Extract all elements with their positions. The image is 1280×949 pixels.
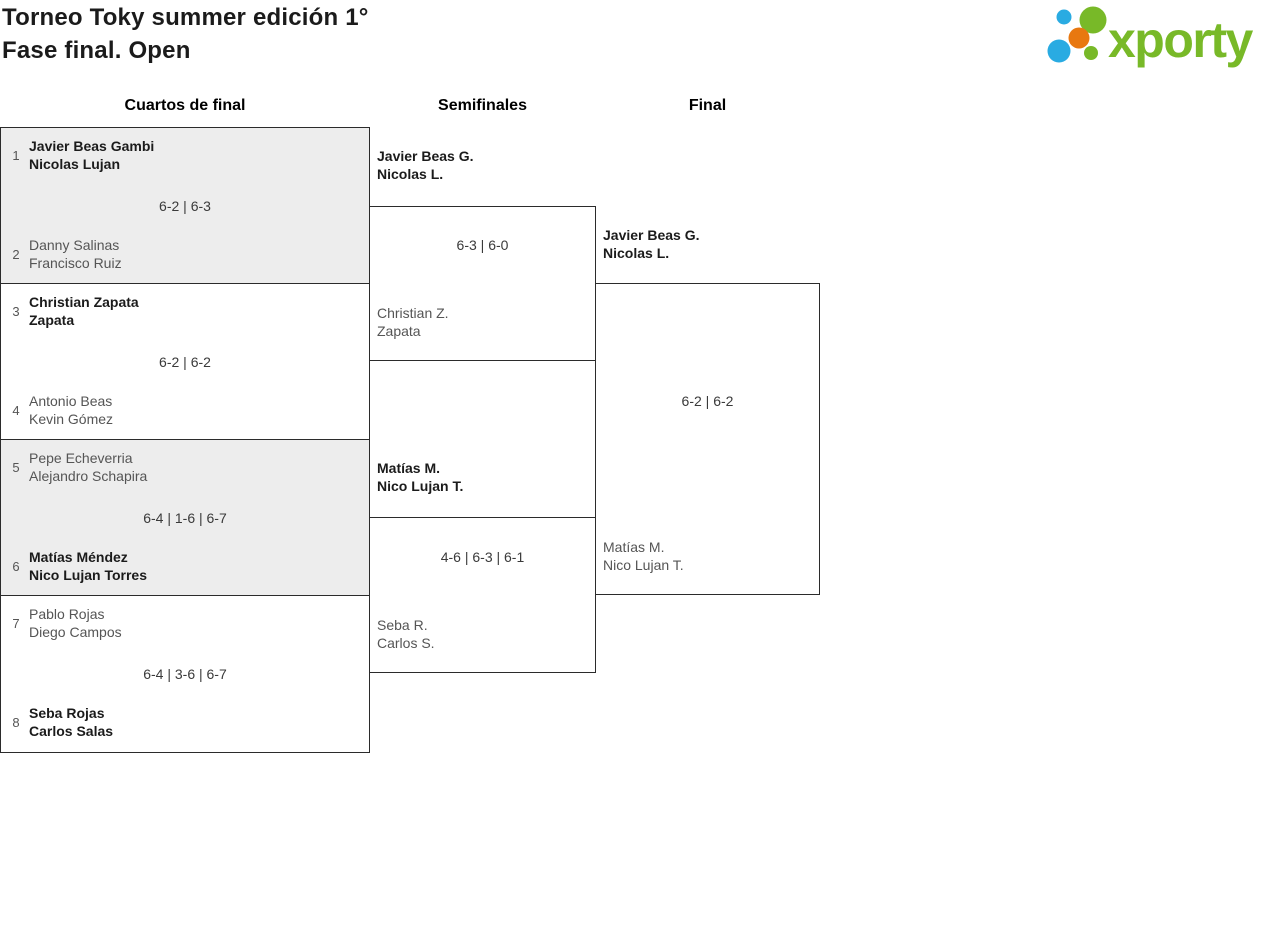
round-label-semifinales: Semifinales	[438, 97, 527, 114]
match-score: 6-2 | 6-2	[159, 354, 211, 370]
player-name: Zapata	[29, 312, 75, 328]
phase-subtitle: Fase final. Open	[2, 37, 191, 64]
quarterfinal-match-3[interactable]: 5 Pepe Echeverria Alejandro Schapira 6-4…	[0, 439, 370, 597]
seed-number: 3	[12, 303, 20, 319]
team-row: 1 Javier Beas Gambi Nicolas Lujan	[9, 137, 154, 173]
player-name: Nicolas L.	[603, 245, 670, 261]
team-row: 5 Pepe Echeverria Alejandro Schapira	[9, 449, 147, 485]
team-name: Pepe Echeverria Alejandro Schapira	[29, 449, 147, 485]
round-label-final: Final	[688, 97, 727, 114]
player-name: Danny Salinas	[29, 237, 120, 253]
player-name: Javier Beas G.	[603, 227, 700, 243]
team-name: Seba R. Carlos S.	[377, 616, 435, 652]
player-name: Nico Lujan T.	[603, 557, 684, 573]
player-name: Antonio Beas	[29, 393, 113, 409]
logo-dot-blue-small	[1056, 9, 1072, 25]
player-name: Nico Lujan T.	[377, 478, 464, 494]
player-name: Matías M.	[377, 460, 441, 476]
player-name: Francisco Ruiz	[29, 255, 122, 271]
seed-number: 2	[12, 246, 20, 262]
player-name: Pepe Echeverria	[29, 450, 133, 466]
player-name: Kevin Gómez	[29, 411, 114, 427]
match-score: 6-4 | 3-6 | 6-7	[143, 666, 227, 682]
team-name: Christian Z. Zapata	[377, 304, 449, 340]
logo-dot-green-large	[1079, 6, 1107, 34]
player-name: Matías Méndez	[29, 549, 128, 565]
match-score: 6-2 | 6-2	[681, 393, 734, 409]
match-score: 6-2 | 6-3	[159, 198, 211, 214]
seed-number: 1	[12, 147, 20, 163]
player-name: Javier Beas Gambi	[29, 138, 155, 154]
player-name: Nicolas L.	[377, 166, 444, 182]
team-name: Javier Beas G. Nicolas L.	[377, 147, 474, 183]
team-name: Javier Beas G. Nicolas L.	[603, 226, 700, 262]
team-name: Matías M. Nico Lujan T.	[377, 459, 463, 495]
logo-dot-green-small	[1084, 46, 1098, 60]
player-name: Seba R.	[377, 617, 428, 633]
quarterfinal-match-2[interactable]: 3 Christian Zapata Zapata 6-2 | 6-2 4 An…	[0, 283, 370, 441]
team-name: Antonio Beas Kevin Gómez	[29, 392, 113, 428]
player-name: Pablo Rojas	[29, 606, 105, 622]
team-name: Pablo Rojas Diego Campos	[29, 605, 122, 641]
team-row: 3 Christian Zapata Zapata	[9, 293, 139, 329]
team-name: Matías M. Nico Lujan T.	[603, 538, 684, 574]
player-name: Carlos S.	[377, 635, 435, 651]
player-name: Alejandro Schapira	[29, 468, 148, 484]
seed-number: 6	[12, 558, 20, 574]
player-name: Seba Rojas	[29, 705, 105, 721]
quarterfinal-match-4[interactable]: 7 Pablo Rojas Diego Campos 6-4 | 3-6 | 6…	[0, 595, 370, 753]
team-name: Christian Zapata Zapata	[29, 293, 139, 329]
match-score: 6-3 | 6-0	[456, 237, 509, 253]
team-row: 8 Seba Rojas Carlos Salas	[9, 704, 113, 740]
page-title: Torneo Toky summer edición 1° Fase final…	[2, 1, 369, 67]
seed-number: 4	[12, 402, 20, 418]
logo-dot-blue-large	[1047, 39, 1071, 63]
player-name: Matías M.	[603, 539, 665, 555]
player-name: Christian Zapata	[29, 294, 139, 310]
team-row: 7 Pablo Rojas Diego Campos	[9, 605, 122, 641]
team-name: Javier Beas Gambi Nicolas Lujan	[29, 137, 154, 173]
team-name: Seba Rojas Carlos Salas	[29, 704, 113, 740]
seed-number: 7	[12, 615, 20, 631]
semifinal-match-2[interactable]	[369, 517, 596, 673]
player-name: Christian Z.	[377, 305, 449, 321]
player-name: Diego Campos	[29, 624, 122, 640]
match-score: 4-6 | 6-3 | 6-1	[440, 549, 525, 565]
seed-number: 5	[12, 459, 20, 475]
final-match[interactable]	[595, 283, 820, 595]
player-name: Nicolas Lujan	[29, 156, 121, 172]
team-row: 4 Antonio Beas Kevin Gómez	[9, 392, 113, 428]
logo-wordmark: xporty	[1108, 12, 1254, 68]
round-label-cuartos: Cuartos de final	[124, 97, 246, 114]
xporty-logo[interactable]: xporty	[1047, 2, 1280, 72]
quarterfinal-match-1[interactable]: 1 Javier Beas Gambi Nicolas Lujan 6-2 | …	[0, 127, 370, 285]
player-name: Nico Lujan Torres	[29, 567, 147, 583]
player-name: Carlos Salas	[29, 723, 114, 739]
logo-dot-orange	[1068, 27, 1090, 49]
team-name: Danny Salinas Francisco Ruiz	[29, 236, 122, 272]
match-score: 6-4 | 1-6 | 6-7	[143, 510, 227, 526]
team-name: Matías Méndez Nico Lujan Torres	[29, 548, 147, 584]
seed-number: 8	[12, 714, 20, 730]
player-name: Zapata	[377, 323, 421, 339]
team-row: 2 Danny Salinas Francisco Ruiz	[9, 236, 122, 272]
player-name: Javier Beas G.	[377, 148, 474, 164]
tournament-title: Torneo Toky summer edición 1°	[2, 4, 369, 31]
team-row: 6 Matías Méndez Nico Lujan Torres	[9, 548, 147, 584]
